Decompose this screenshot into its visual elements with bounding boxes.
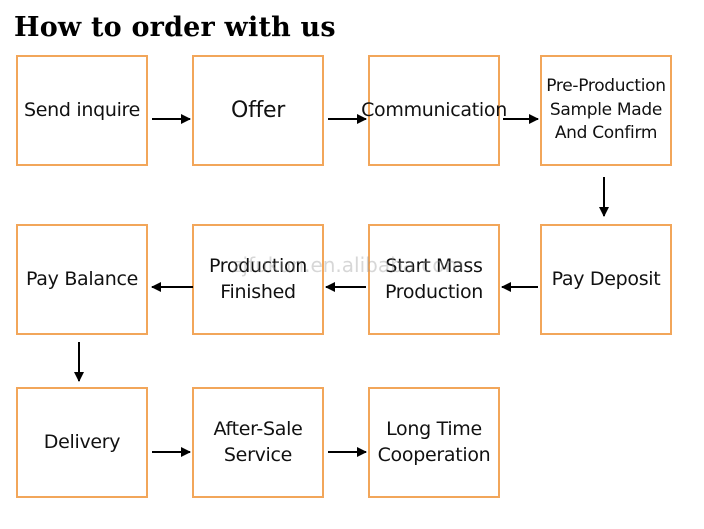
step-label: Pay Deposit — [551, 267, 661, 290]
step-pay-deposit: Pay Deposit — [540, 224, 672, 335]
step-after-sale-service: After-Sale Service — [192, 387, 324, 498]
step-label: Pre-Production Sample Made And Confirm — [546, 75, 666, 144]
step-label: Send inquire — [23, 98, 141, 121]
step-pay-balance: Pay Balance — [16, 224, 148, 335]
watermark: zjfukun.en.alibaba.com — [232, 253, 465, 277]
step-production-finished: Production Finished — [192, 224, 324, 335]
step-label: Communication — [361, 98, 507, 121]
step-communication: Communication — [361, 55, 507, 166]
step-send-inquire: Send inquire — [16, 55, 148, 166]
step-label: Pay Balance — [25, 267, 138, 290]
step-pre-production: Pre-Production Sample Made And Confirm — [540, 55, 672, 166]
step-label: Production Finished — [208, 254, 308, 303]
step-label: Offer — [231, 97, 285, 123]
step-offer: Offer — [192, 55, 324, 166]
step-label: Delivery — [43, 430, 121, 453]
step-delivery: Delivery — [16, 387, 148, 498]
step-label: Start Mass Production — [384, 254, 484, 303]
step-label: After-Sale Service — [213, 417, 303, 466]
step-label: Long Time Cooperation — [377, 417, 491, 466]
step-start-mass-production: Start Mass Production — [368, 224, 500, 335]
step-long-time-cooperation: Long Time Cooperation — [368, 387, 500, 498]
page-title: How to order with us — [14, 12, 336, 43]
